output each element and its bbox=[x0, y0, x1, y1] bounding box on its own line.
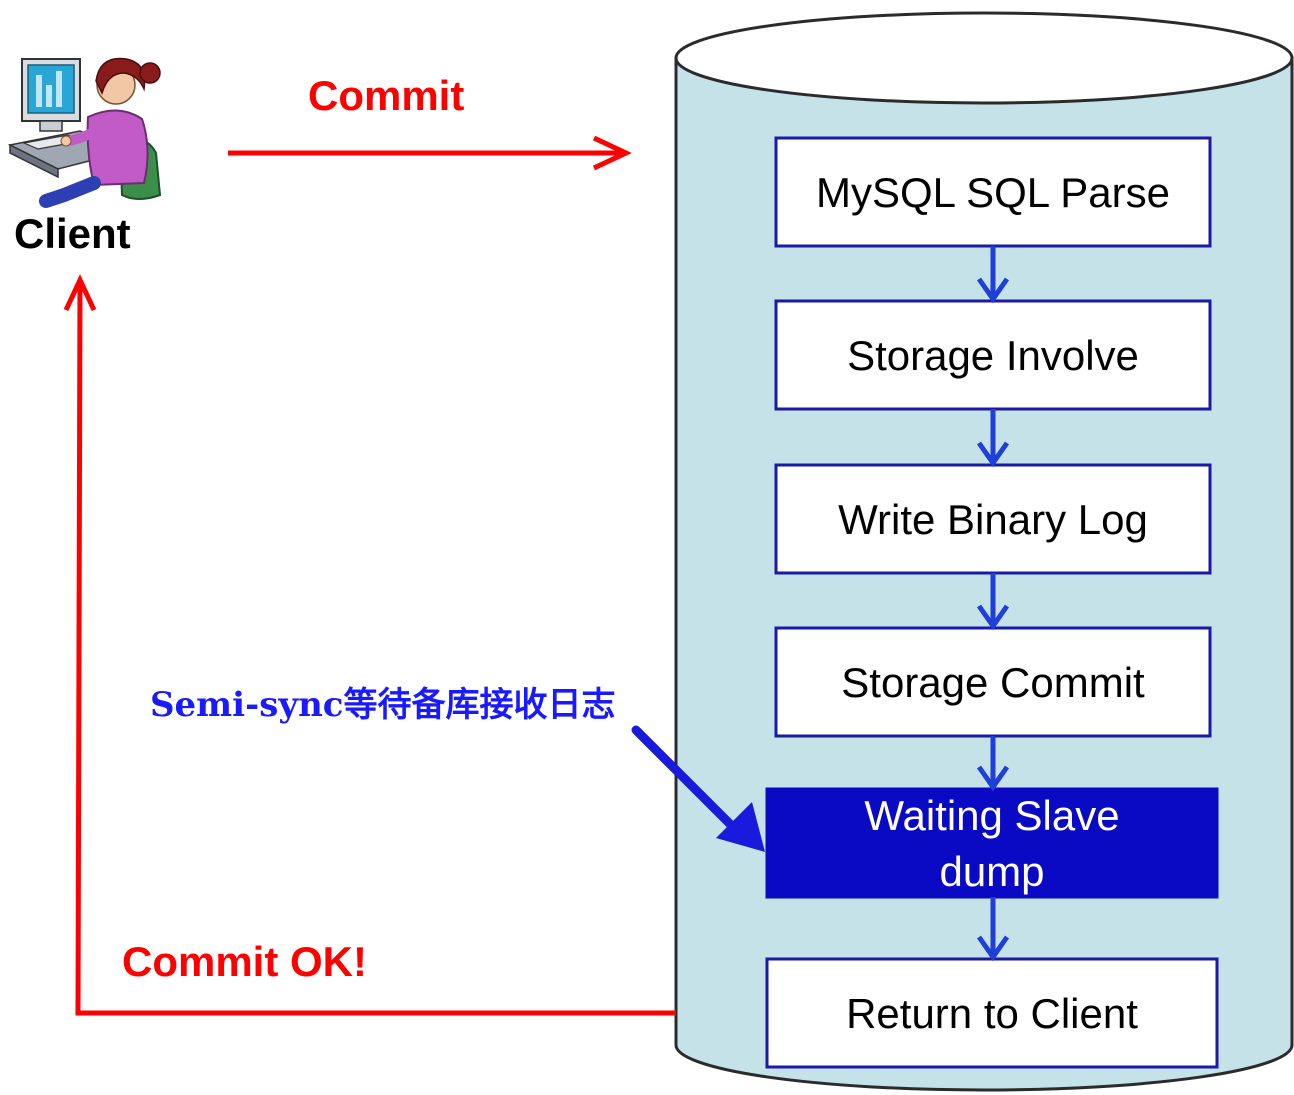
commit-ok-label: Commit OK! bbox=[122, 938, 367, 985]
flow-arrow bbox=[976, 409, 1010, 468]
step-box: Waiting Slave dump bbox=[765, 787, 1219, 899]
step-label: Return to Client bbox=[846, 990, 1138, 1037]
step-box: Return to Client bbox=[765, 957, 1219, 1069]
step-box-frame bbox=[774, 626, 1212, 738]
commit-arrow bbox=[228, 135, 632, 171]
flow-arrow bbox=[976, 246, 1010, 304]
step-box-frame bbox=[774, 299, 1212, 411]
semi-sync-note: Semi-sync等待备库接收日志 bbox=[150, 685, 616, 725]
step-label: Write Binary Log bbox=[838, 496, 1148, 543]
step-label: Storage Commit bbox=[841, 659, 1145, 706]
step-label: dump bbox=[939, 848, 1044, 895]
step-box: Write Binary Log bbox=[774, 463, 1212, 575]
step-box-frame bbox=[774, 136, 1212, 248]
flow-arrow bbox=[976, 573, 1010, 631]
step-box: Storage Involve bbox=[774, 299, 1212, 411]
flow-arrow bbox=[976, 736, 1010, 792]
flow-arrows bbox=[976, 246, 1010, 962]
step-label: Storage Involve bbox=[847, 332, 1139, 379]
step-label: Waiting Slave bbox=[864, 792, 1119, 839]
flow-arrow bbox=[976, 897, 1010, 962]
commit-label: Commit bbox=[308, 72, 464, 119]
step-label: MySQL SQL Parse bbox=[816, 169, 1170, 216]
commit-ok-arrow bbox=[63, 274, 676, 1016]
step-box-frame bbox=[765, 957, 1219, 1069]
client-label: Client bbox=[14, 210, 131, 257]
person-at-computer-icon bbox=[7, 57, 162, 208]
semi-sync-pointer-arrow bbox=[631, 725, 765, 852]
step-box: MySQL SQL Parse bbox=[774, 136, 1212, 248]
step-box: Storage Commit bbox=[774, 626, 1212, 738]
